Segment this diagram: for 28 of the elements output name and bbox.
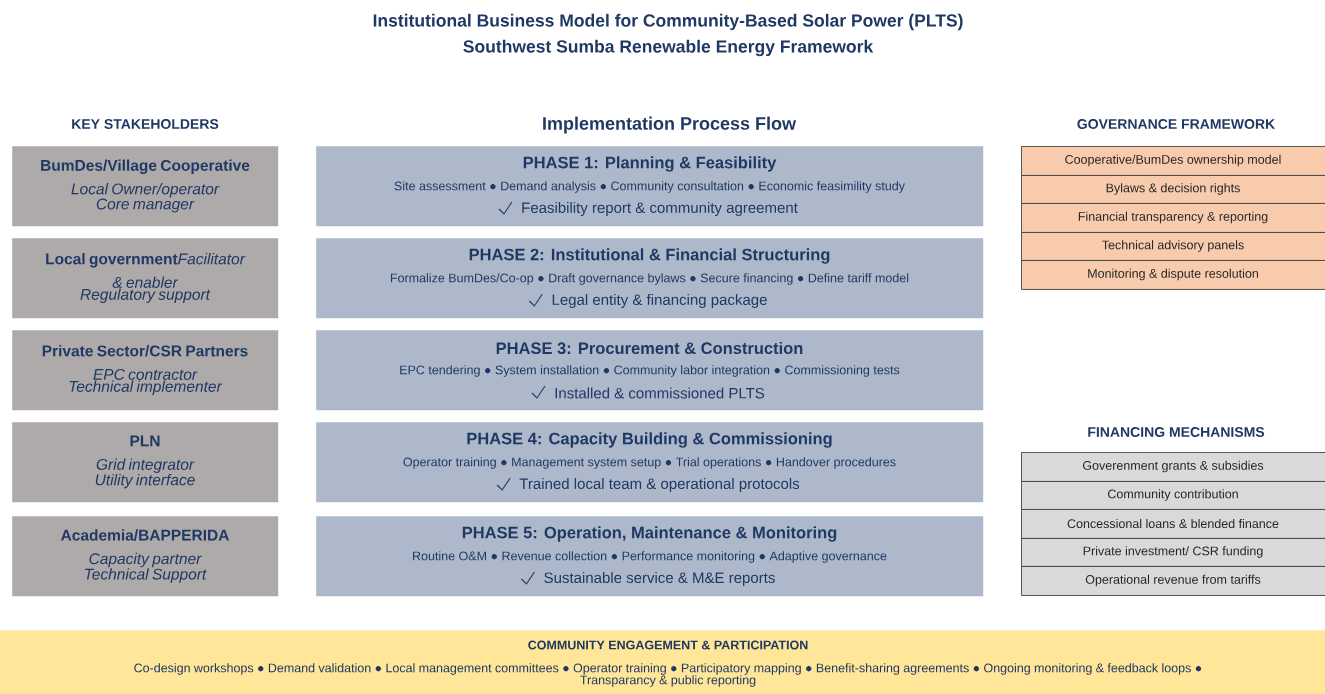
phase-box: PHASE 3: Procurement & Construction EPC tendering ● System installation ● Community labor integration ● Commissioning tests Installed & commissioned PLTS [316, 330, 984, 411]
banner: COMMUNITY ENGAGEMENT & PARTICIPATION Co-design workshops ● Demand validation ● Local management committees ● Operator training ● Participatory mapping ● Benefit-sharing agreements ● Ongoing monitoring & feedback loops ● Transparancy & public reporting [0, 630, 1325, 694]
table-row: Cooperative/BumDes ownership model [1021, 146, 1325, 176]
table-row: Community contribution [1021, 481, 1325, 510]
table-row: Bylaws & decision rights [1021, 175, 1325, 204]
stakeholder-box: Local governmentFacilitator & enabler Regulatory support [12, 238, 279, 319]
node-label: Financial transparency & reporting [1078, 211, 1268, 224]
stakeholder-box: Private Sector/CSR Partners EPC contractor Technical implementer [12, 330, 279, 411]
stakeholder-box: PLN Grid integrator Utility interface [12, 422, 279, 503]
table-row: Financial transparency & reporting [1021, 203, 1325, 233]
column-heading: GOVERNANCE FRAMEWORK [1077, 119, 1276, 129]
table-row: Technical advisory panels [1021, 232, 1325, 261]
subtitle: Southwest Sumba Renewable Energy Framework [463, 39, 874, 57]
phase-box: PHASE 2: Institutional & Financial Structuring Formalize BumDes/Co-op ● Draft governance bylaws ● Secure financing ● Define tariff model Legal entity & financing package [316, 238, 984, 319]
stakeholder-box: BumDes/Village Cooperative Local Owner/operator Core manager [12, 146, 279, 227]
title: Institutional Business Model for Community-Based Solar Power (PLTS) [373, 13, 963, 31]
column-heading: FINANCING MECHANISMS [1088, 427, 1265, 437]
column-heading: KEY STAKEHOLDERS [72, 119, 219, 129]
table-row: Monitoring & dispute resolution [1021, 260, 1325, 290]
table-row: Private investment/ CSR funding [1021, 538, 1325, 567]
table-row: Concessional loans & blended finance [1021, 509, 1325, 539]
table-row: Operational revenue from tariffs [1021, 566, 1325, 596]
table-row: Goverenment grants & subsidies [1021, 452, 1325, 482]
phase-box: PHASE 1: Planning & Feasibility Site assessment ● Demand analysis ● Community consultation ● Economic feasimility study Feasibility report & community agreement [316, 146, 984, 227]
node-label: Bylaws & decision rights [1106, 183, 1240, 195]
stakeholder-box: Academia/BAPPERIDA Capacity partner Technical Support [12, 516, 279, 597]
phase-box: PHASE 5: Operation, Maintenance & Monitoring Routine O&M ● Revenue collection ● Performance monitoring ● Adaptive governance Sustainable service & M&E reports [316, 516, 984, 597]
phase-box: PHASE 4: Capacity Building & Commissioning Operator training ● Management system setup ● Trial operations ● Handover procedures Trained local team & operational protocols [316, 422, 984, 503]
